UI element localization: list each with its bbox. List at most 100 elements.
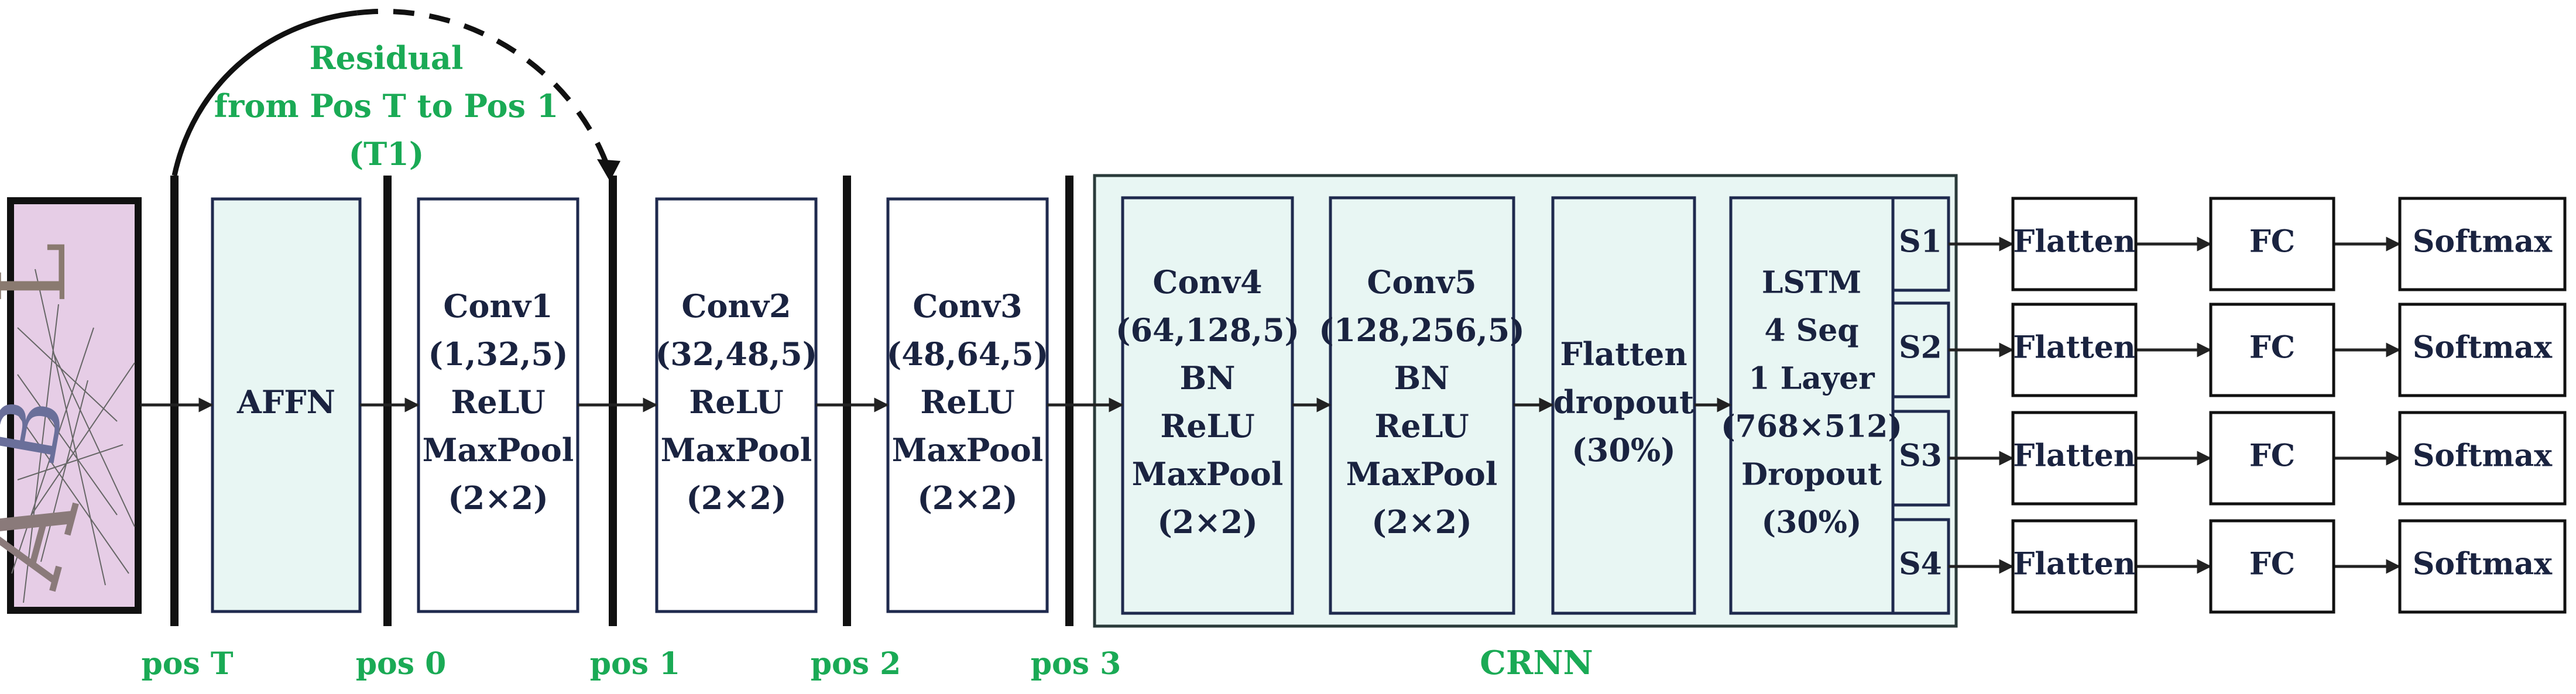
head-row-3: S3 Flatten FC Softmax: [1899, 411, 2567, 506]
flatten_dropout-label-line-2: dropout: [1553, 383, 1694, 421]
lstm-label-line-1: LSTM: [1762, 265, 1861, 301]
conv1-label-line-3: ReLU: [451, 383, 545, 421]
seq-label-s4: S4: [1899, 547, 1942, 582]
conv1-label-line-1: Conv1: [443, 287, 553, 325]
conv2-label-line-3: ReLU: [689, 383, 783, 421]
lstm-block: [1729, 196, 1895, 615]
conv5-label-line-4: ReLU: [1374, 407, 1469, 445]
lstm-label-line-3: 1 Layer: [1748, 361, 1875, 397]
fc-box-1: [2209, 197, 2335, 291]
lstm-label-line-6: (30%): [1762, 505, 1862, 541]
fc-box-4: [2209, 519, 2335, 614]
flatten-box-1: [2011, 197, 2138, 291]
conv3-label-line-1: Conv3: [913, 287, 1022, 325]
input-glyph-l: L: [0, 242, 87, 304]
conv1-label-line-4: MaxPool: [423, 431, 574, 469]
marker-pos-0: [383, 176, 392, 626]
conv5-block: [1329, 196, 1515, 615]
flatten-label-4: Flatten: [2013, 547, 2135, 582]
conv2-label-line-4: MaxPool: [661, 431, 812, 469]
residual-label-2: from Pos T to Pos 1: [214, 87, 559, 125]
conv4-label-line-6: (2×2): [1157, 503, 1258, 541]
marker-pos-3: [1065, 176, 1073, 626]
seq-label-s3: S3: [1899, 438, 1942, 474]
flatten-box-4: [2011, 519, 2138, 614]
label-pos-1: pos 1: [590, 646, 681, 682]
residual-arrowhead: [597, 159, 620, 181]
conv1-label-line-5: (2×2): [448, 479, 548, 517]
flatten-label-1: Flatten: [2013, 224, 2135, 260]
label-pos-t: pos T: [141, 646, 233, 682]
lstm-label-line-4: (768×512): [1721, 409, 1902, 445]
seq-tab-s3: [1891, 410, 1950, 507]
fc-label-4: FC: [2249, 547, 2295, 582]
conv3-label-line-3: ReLU: [920, 383, 1014, 421]
softmax-label-4: Softmax: [2413, 547, 2553, 582]
softmax-label-3: Softmax: [2413, 438, 2553, 474]
marker-pos-t: [170, 176, 179, 626]
softmax-box-4: [2398, 519, 2567, 614]
fc-label-2: FC: [2249, 330, 2295, 366]
seq-tab-s1: [1891, 196, 1950, 292]
residual-label-3: (T1): [349, 135, 424, 173]
conv4-label-line-4: ReLU: [1160, 407, 1254, 445]
residual-label-1: Residual: [310, 39, 464, 77]
flatten-label-3: Flatten: [2013, 438, 2135, 474]
label-pos-2: pos 2: [811, 646, 901, 682]
position-markers: [170, 176, 1073, 626]
flatten-box-3: [2011, 411, 2138, 506]
flatten_dropout-label-line-3: (30%): [1572, 431, 1676, 469]
softmax-box-2: [2398, 303, 2567, 397]
conv1-label-line-2: (1,32,5): [428, 335, 568, 373]
input-image: A B L: [0, 197, 142, 614]
conv3-label-line-4: MaxPool: [892, 431, 1044, 469]
softmax-label-2: Softmax: [2413, 330, 2553, 366]
fc-box-2: [2209, 303, 2335, 397]
conv4-label-line-2: (64,128,5): [1116, 311, 1299, 349]
residual-arc-solid: [171, 10, 358, 176]
conv2-label-line-1: Conv2: [681, 287, 791, 325]
head-row-1: S1 Flatten FC Softmax: [1899, 197, 2567, 291]
fc-box-3: [2209, 411, 2335, 506]
softmax-label-1: Softmax: [2413, 224, 2553, 260]
flatten_dropout-label-line-1: Flatten: [1560, 335, 1687, 373]
conv3-block: [886, 197, 1049, 613]
marker-pos-1: [609, 176, 617, 626]
lstm-label-line-5: Dropout: [1741, 457, 1882, 493]
label-pos-0: pos 0: [356, 646, 447, 682]
conv5-label-line-6: (2×2): [1371, 503, 1472, 541]
conv2-label-line-5: (2×2): [686, 479, 787, 517]
flatten-dropout-block: [1551, 196, 1696, 615]
seq-tab-s2: [1891, 301, 1950, 398]
conv5-label-line-2: (128,256,5): [1319, 311, 1525, 349]
flatten-box-2: [2011, 303, 2138, 397]
head-row-4: S4 Flatten FC Softmax: [1899, 519, 2567, 614]
flatten-label-2: Flatten: [2013, 330, 2135, 366]
conv5-label-line-1: Conv5: [1367, 263, 1476, 301]
conv2-label-line-2: (32,48,5): [656, 335, 818, 373]
conv5-label-line-3: BN: [1394, 359, 1449, 397]
lstm-label-line-2: 4 Seq: [1764, 313, 1858, 349]
conv4-label-line-1: Conv4: [1152, 263, 1262, 301]
conv4-label-line-5: MaxPool: [1132, 455, 1284, 493]
softmax-box-3: [2398, 411, 2567, 506]
softmax-box-1: [2398, 197, 2567, 291]
seq-label-s2: S2: [1899, 330, 1942, 366]
conv3-label-line-2: (48,64,5): [887, 335, 1049, 373]
fc-label-3: FC: [2249, 438, 2295, 474]
fc-label-1: FC: [2249, 224, 2295, 260]
conv5-label-line-5: MaxPool: [1346, 455, 1498, 493]
marker-pos-2: [843, 176, 851, 626]
affn-label-line-1: AFFN: [236, 383, 335, 421]
seq-label-s1: S1: [1899, 224, 1942, 260]
residual-arc-dashed: [356, 8, 612, 171]
label-crnn: CRNN: [1480, 644, 1593, 682]
conv4-label-line-3: BN: [1179, 359, 1235, 397]
conv4-block: [1121, 196, 1294, 615]
label-pos-3: pos 3: [1031, 646, 1121, 682]
block-labels: AFFN Conv1 (1,32,5) ReLU MaxPool (2×2) Conv2 (3…: [236, 263, 1902, 541]
head-row-2: S2 Flatten FC Softmax: [1899, 303, 2567, 397]
conv3-label-line-5: (2×2): [917, 479, 1018, 517]
